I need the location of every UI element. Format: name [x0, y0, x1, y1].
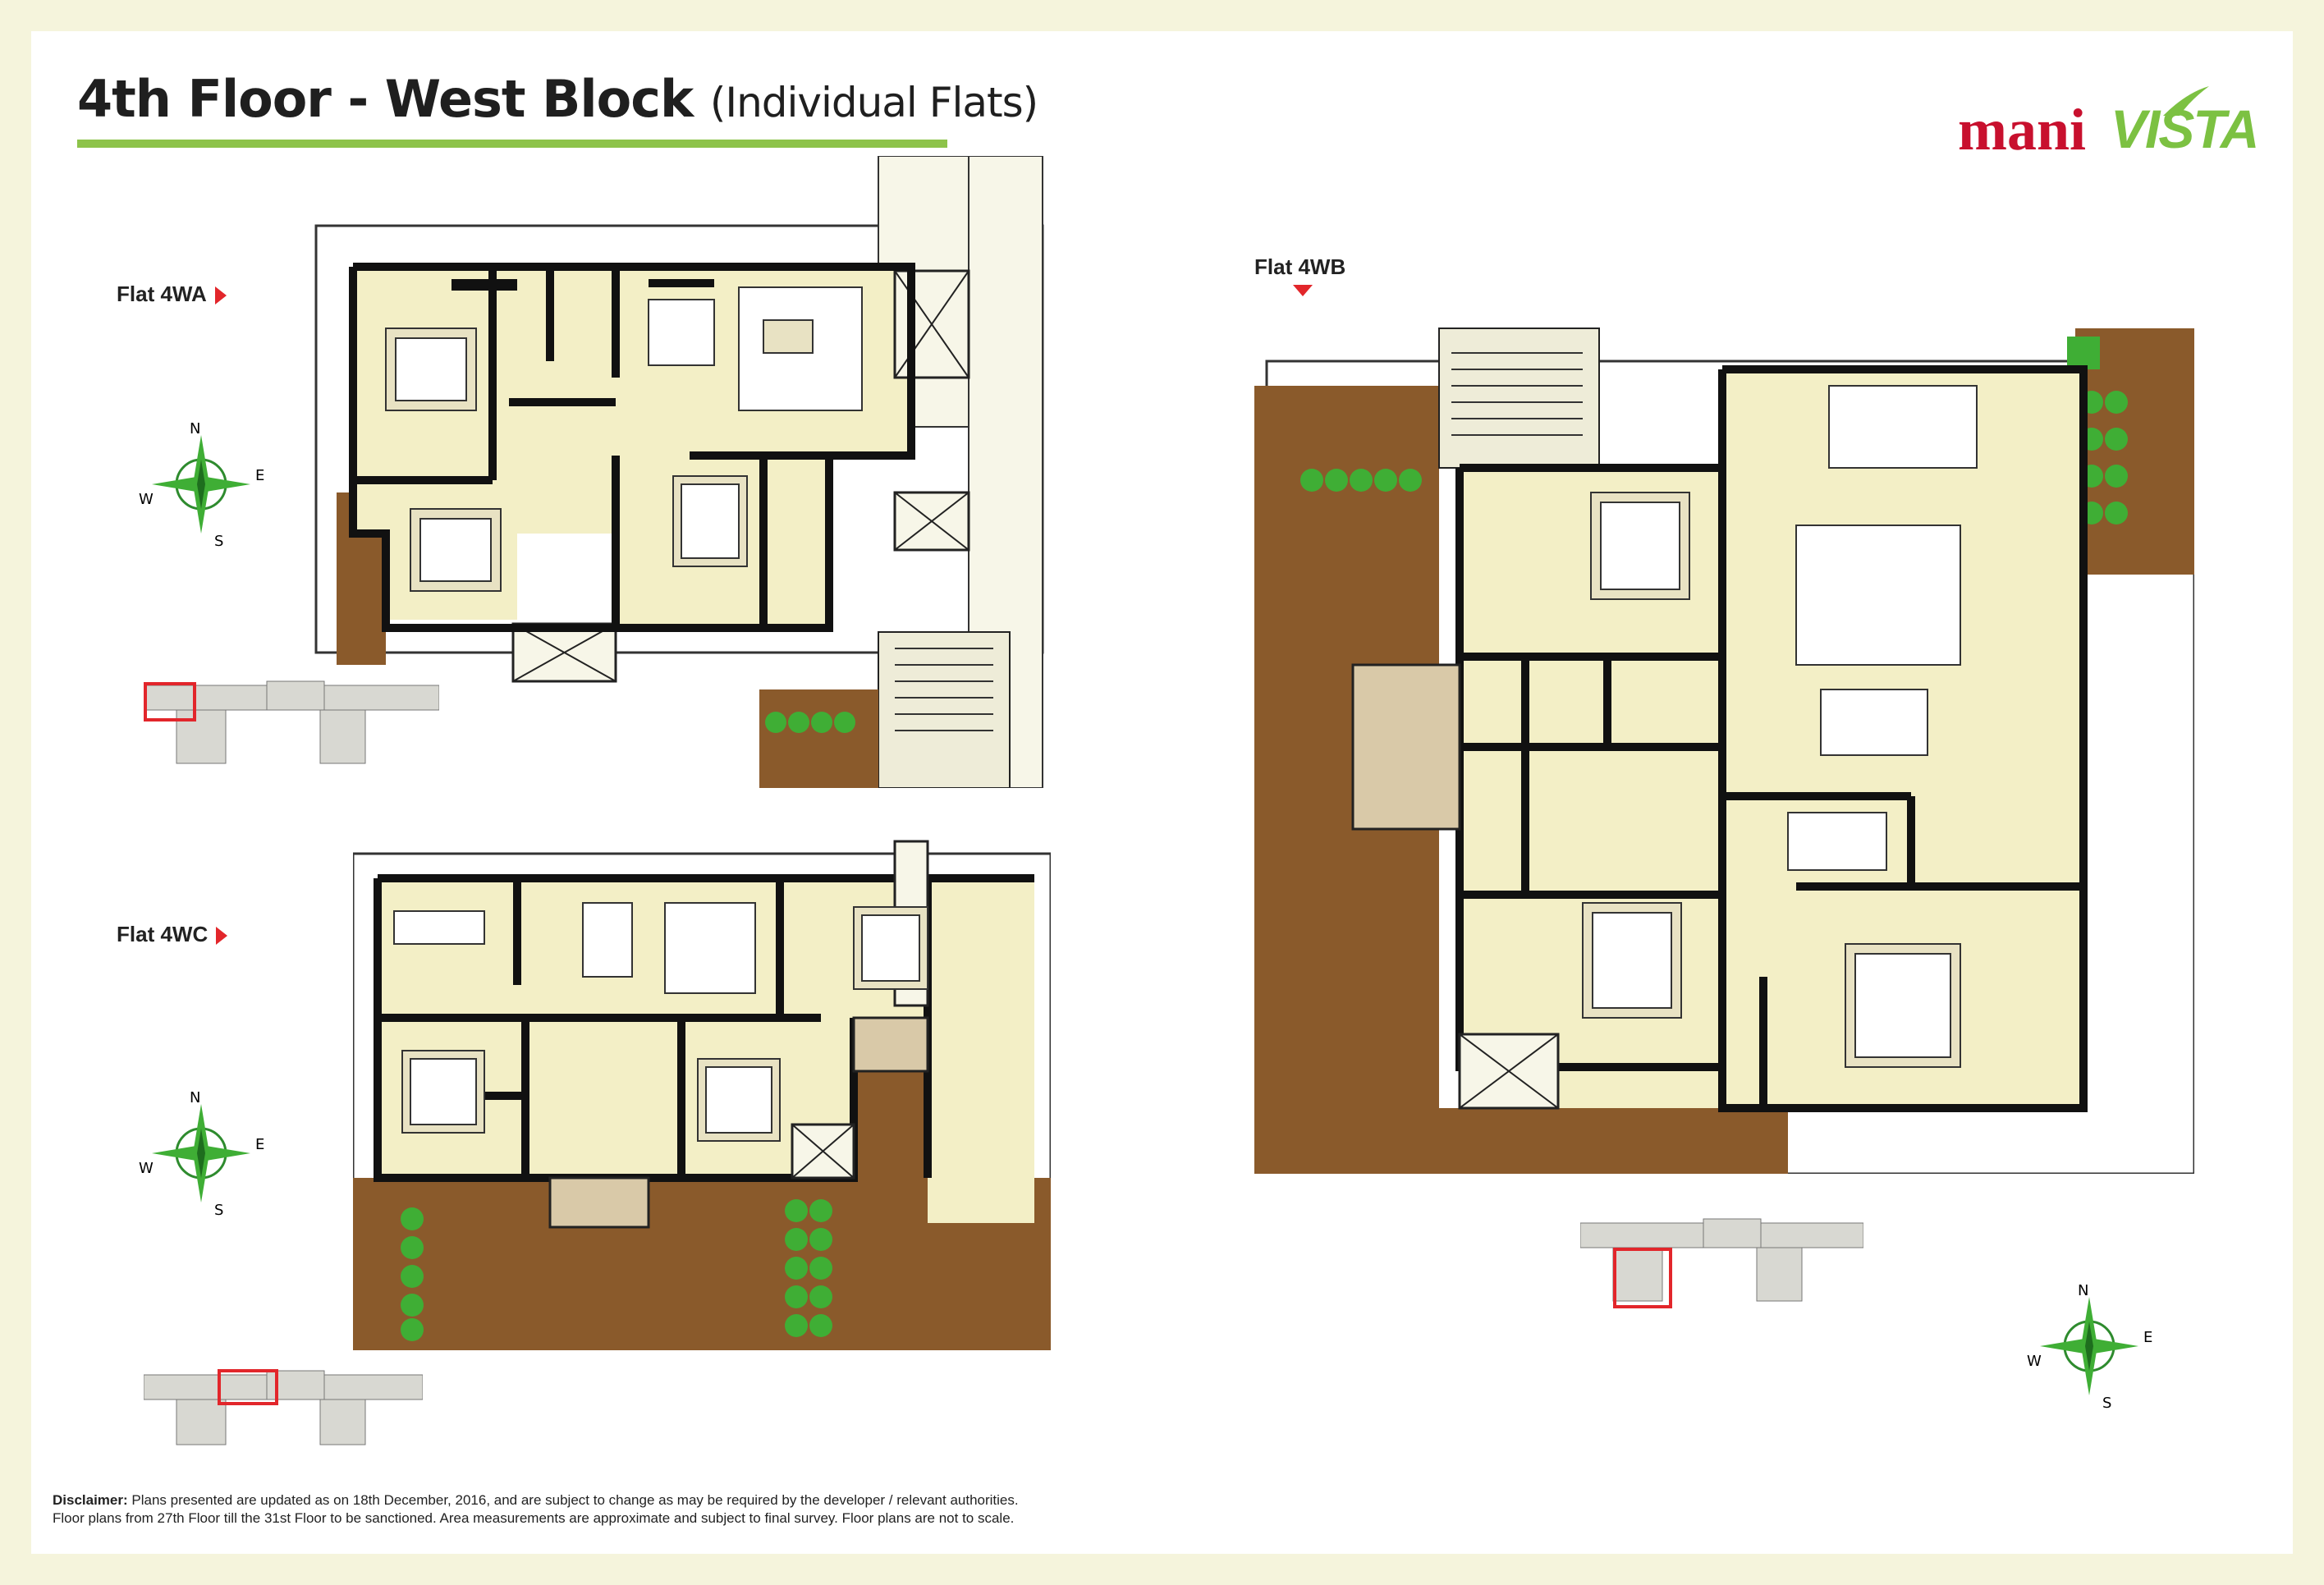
disclaimer-heading: Disclaimer:	[53, 1492, 128, 1508]
compass-south-label: S	[214, 533, 223, 550]
compass-south-label: S	[214, 1202, 223, 1219]
compass-west-label: W	[139, 491, 154, 508]
compass-west-label: W	[139, 1160, 154, 1177]
compass-east-label: E	[2143, 1329, 2152, 1346]
floor-plan-4wb	[1254, 328, 2194, 1174]
compass-4wc: N E S W	[139, 1089, 264, 1219]
compass-east-label: E	[255, 1136, 264, 1153]
floor-plan-4wc	[353, 840, 1051, 1350]
logo-text-mani: mani	[1958, 97, 2087, 163]
compass-4wa: N E S W	[139, 420, 264, 550]
compass-north-label: N	[190, 420, 200, 437]
flat-4wb-label-text: Flat 4WB	[1254, 254, 1346, 279]
disclaimer-line-1: Disclaimer: Plans presented are updated …	[53, 1491, 1120, 1509]
logo-text-vista: VISTA	[2111, 98, 2259, 159]
pointer-arrow-icon	[1293, 285, 1313, 296]
key-plan-4wc	[144, 1369, 423, 1445]
disclaimer-text-1: Plans presented are updated as on 18th D…	[131, 1492, 1019, 1508]
disclaimer: Disclaimer: Plans presented are updated …	[53, 1491, 1120, 1528]
flat-4wa-label: Flat 4WA	[117, 282, 227, 307]
compass-4wb: N E S W	[2027, 1282, 2152, 1412]
pointer-arrow-icon	[216, 927, 228, 946]
compass-south-label: S	[2102, 1395, 2111, 1412]
logo-swoosh-icon	[2163, 86, 2209, 116]
pointer-arrow-icon	[214, 286, 227, 305]
page-title-main: 4th Floor - West Block	[77, 69, 694, 129]
brand-logo: mani VISTA	[1958, 86, 2259, 163]
compass-east-label: E	[255, 467, 264, 484]
flat-4wc-label: Flat 4WC	[117, 922, 228, 947]
disclaimer-text-2: Floor plans from 27th Floor till the 31s…	[53, 1510, 1015, 1526]
flat-4wc-label-text: Flat 4WC	[117, 922, 209, 946]
key-plan-4wb	[1580, 1218, 1863, 1308]
floor-plan-4wa	[314, 156, 1044, 788]
page-title: 4th Floor - West Block (Individual Flats…	[77, 69, 1038, 129]
flat-4wb-label: Flat 4WB	[1254, 254, 1345, 280]
title-underline	[77, 140, 947, 148]
flat-4wa-label-text: Flat 4WA	[117, 282, 207, 306]
compass-north-label: N	[2078, 1282, 2088, 1299]
key-plan-4wa	[144, 680, 439, 764]
compass-west-label: W	[2027, 1353, 2042, 1370]
page-title-sub: (Individual Flats)	[709, 79, 1038, 126]
compass-north-label: N	[190, 1089, 200, 1106]
